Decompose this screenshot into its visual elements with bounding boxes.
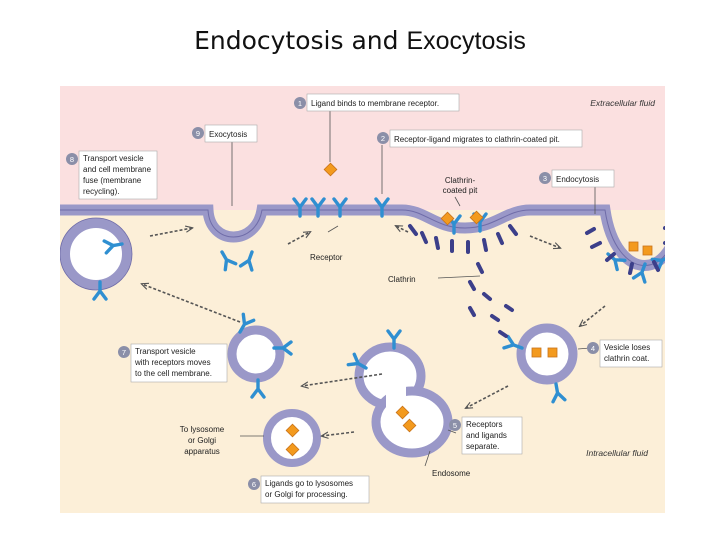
step-6-text-line-1: Ligands go to lysosomes <box>265 479 353 488</box>
step-4-text-line-2: clathrin coat. <box>604 354 649 363</box>
extracellular-label: Extracellular fluid <box>590 98 655 108</box>
step-1: 1 Ligand binds to membrane receptor. <box>294 93 460 112</box>
clathrin-pit-label-2: coated pit <box>443 186 478 195</box>
step-7-text-line-3: to the cell membrane. <box>135 369 212 378</box>
lysosome-label-2: or Golgi <box>188 436 216 445</box>
lysosome-label-3: apparatus <box>184 447 220 456</box>
step-5-text-line-1: Receptors <box>466 420 502 429</box>
step-7: 7 Transport vesicle with receptors moves… <box>118 343 228 383</box>
step-4: 4 Vesicle loses clathrin coat. <box>587 339 663 368</box>
ligands <box>285 162 653 457</box>
membrane-outline <box>60 209 665 266</box>
step-3: 3 Endocytosis <box>539 169 615 188</box>
step-9-text: Exocytosis <box>209 130 247 139</box>
step-8-text-line-4: recycling). <box>83 187 119 196</box>
step-9-number: 9 <box>196 129 200 138</box>
step-1-number: 1 <box>298 99 302 108</box>
step-8-number: 8 <box>70 155 74 164</box>
endocytosis-diagram: Extracellular fluid Intracellular fluid … <box>60 86 665 513</box>
clathrin-pit-label-1: Clathrin- <box>445 176 476 185</box>
uncoated-vesicle <box>516 323 578 385</box>
step-6-number: 6 <box>252 480 256 489</box>
step-6-text-line-2: or Golgi for processing. <box>265 490 348 499</box>
page-title: Endocytosis and Exocytosis <box>0 26 720 56</box>
step-3-number: 3 <box>543 174 547 183</box>
step-9: 9 Exocytosis <box>192 124 258 143</box>
step-5-number: 5 <box>453 421 457 430</box>
endosome-label: Endosome <box>432 469 471 478</box>
lysosome-label-1: To lysosome <box>180 425 225 434</box>
step-3-text: Endocytosis <box>556 175 599 184</box>
step-2-number: 2 <box>381 134 385 143</box>
step-4-text-line-1: Vesicle loses <box>604 343 650 352</box>
title-part-1: Endocytosis and <box>194 26 399 55</box>
fusing-vesicle <box>60 217 133 291</box>
step-8-text-line-2: and cell membrane <box>83 165 152 174</box>
step-7-number: 7 <box>122 348 126 357</box>
intracellular-label: Intracellular fluid <box>586 448 648 458</box>
step-6: 6 Ligands go to lysosomes or Golgi for p… <box>248 475 370 504</box>
step-8-text-line-1: Transport vesicle <box>83 154 144 163</box>
pathway-arrows <box>142 226 606 436</box>
step-8-text-line-3: fuse (membrane <box>83 176 142 185</box>
clathrin-coat <box>408 224 665 338</box>
step-2-text: Receptor-ligand migrates to clathrin-coa… <box>394 135 560 144</box>
clathrin-label: Clathrin <box>388 275 416 284</box>
title-part-2: Exocytosis <box>406 27 526 55</box>
receptor-label: Receptor <box>310 253 343 262</box>
step-5-text-line-2: and ligands <box>466 431 507 440</box>
step-2: 2 Receptor-ligand migrates to clathrin-c… <box>377 129 583 148</box>
step-1-text: Ligand binds to membrane receptor. <box>311 99 439 108</box>
step-7-text-line-2: with receptors moves <box>134 358 211 367</box>
step-8: 8 Transport vesicle and cell membrane fu… <box>66 150 158 200</box>
lysosome-vesicle <box>263 409 321 467</box>
step-7-text-line-1: Transport vesicle <box>135 347 196 356</box>
step-4-number: 4 <box>591 344 595 353</box>
transport-vesicle <box>227 325 285 383</box>
step-5-text-line-3: separate. <box>466 442 499 451</box>
step-5: 5 Receptors and ligands separate. <box>449 416 523 455</box>
leader-lines <box>231 110 596 467</box>
